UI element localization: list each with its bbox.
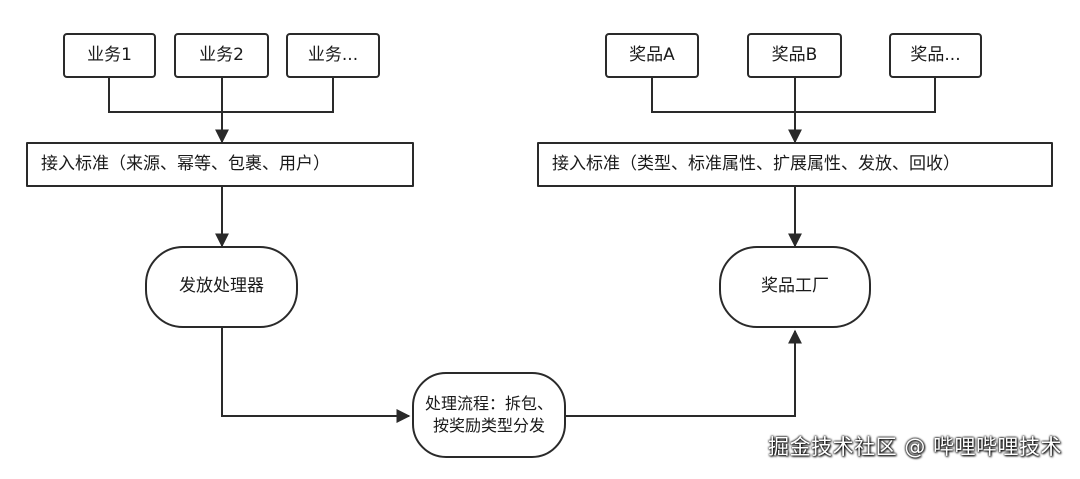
prize-b-box: 奖品B — [747, 33, 842, 78]
business-2-box: 业务2 — [174, 33, 269, 78]
prize-a-label: 奖品A — [629, 44, 675, 65]
business-more-box: 业务... — [286, 33, 380, 78]
edge-business3 — [222, 78, 334, 113]
right-access-standard-box: 接入标准（类型、标准属性、扩展属性、发放、回收） — [537, 142, 1053, 187]
dispatch-processor-label: 发放处理器 — [179, 276, 264, 297]
left-access-standard-box: 接入标准（来源、幂等、包裹、用户） — [26, 142, 414, 187]
prize-b-label: 奖品B — [771, 44, 818, 65]
business-1-label: 业务1 — [87, 44, 132, 65]
edge-prize3 — [795, 78, 936, 113]
business-2-label: 业务2 — [199, 44, 244, 65]
process-flow-node: 处理流程：拆包、按奖励类型分发 — [412, 372, 566, 458]
edge-prizeA — [651, 78, 795, 113]
prize-more-label: 奖品... — [910, 44, 961, 65]
business-1-box: 业务1 — [63, 33, 156, 78]
prize-factory-label: 奖品工厂 — [761, 276, 829, 297]
edge-business1 — [108, 78, 222, 113]
right-access-standard-label: 接入标准（类型、标准属性、扩展属性、发放、回收） — [552, 153, 960, 174]
prize-factory-node: 奖品工厂 — [719, 246, 871, 328]
dispatch-processor-node: 发放处理器 — [145, 246, 298, 328]
process-flow-label: 处理流程：拆包、按奖励类型分发 — [424, 393, 553, 435]
edge-process-to-factory — [566, 329, 802, 417]
watermark: 掘金技术社区 @ 哔哩哔哩技术 — [768, 435, 1062, 459]
prize-more-box: 奖品... — [889, 33, 982, 78]
prize-a-box: 奖品A — [605, 33, 699, 78]
edge-processor-to-process — [221, 328, 411, 423]
business-more-label: 业务... — [307, 44, 359, 65]
left-access-standard-label: 接入标准（来源、幂等、包裹、用户） — [41, 153, 330, 174]
